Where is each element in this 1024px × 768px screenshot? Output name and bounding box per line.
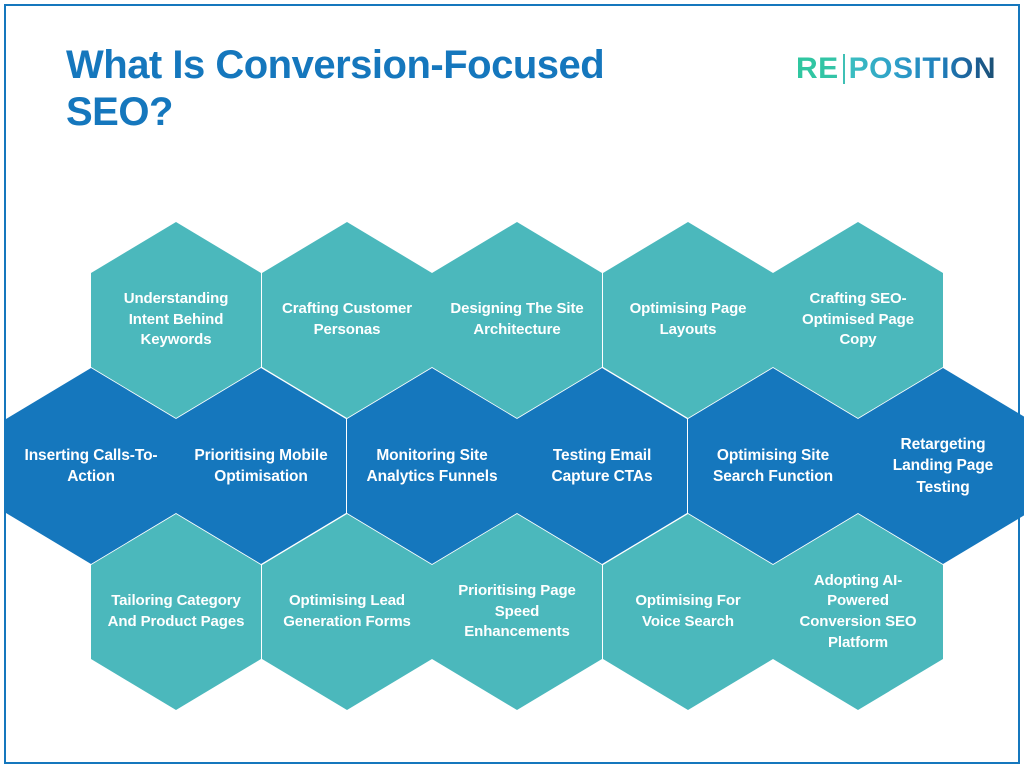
- reposition-logo[interactable]: RE POSITION: [796, 52, 996, 86]
- hexagon-label: Understanding Intent Behind Keywords: [123, 289, 229, 349]
- logo-text-position: POSITION: [848, 52, 996, 85]
- hexagon-label: Optimising Site Search Function: [713, 446, 833, 485]
- hexagon-label: Optimising For Voice Search: [635, 592, 741, 630]
- hexagon-label: Designing The Site Architecture: [450, 300, 584, 338]
- hexagon-label: Adopting AI-Powered Conversion SEO Platf…: [799, 571, 917, 651]
- hexagon-label: Testing Email Capture CTAs: [551, 446, 653, 485]
- hexagon-label: Inserting Calls-To-Action: [24, 446, 158, 485]
- logo-text-re: RE: [795, 52, 839, 85]
- hexagon-label: Prioritising Mobile Optimisation: [194, 446, 328, 485]
- header: What Is Conversion-Focused SEO? RE POSIT…: [0, 0, 1024, 170]
- hexagon-label: Prioritising Page Speed Enhancements: [458, 581, 576, 641]
- hexagon-label: Crafting SEO-Optimised Page Copy: [802, 289, 914, 349]
- logo-divider-icon: [842, 54, 845, 84]
- hexagon-label: Monitoring Site Analytics Funnels: [366, 446, 498, 485]
- page-title: What Is Conversion-Focused SEO?: [66, 43, 605, 135]
- hexagon-label: Retargeting Landing Page Testing: [892, 435, 994, 496]
- hexagon-label: Optimising Lead Generation Forms: [283, 592, 411, 630]
- hexagon-label: Crafting Customer Personas: [282, 300, 412, 338]
- hexagon-label: Tailoring Category And Product Pages: [107, 592, 245, 630]
- hexagon-label: Optimising Page Layouts: [629, 300, 747, 338]
